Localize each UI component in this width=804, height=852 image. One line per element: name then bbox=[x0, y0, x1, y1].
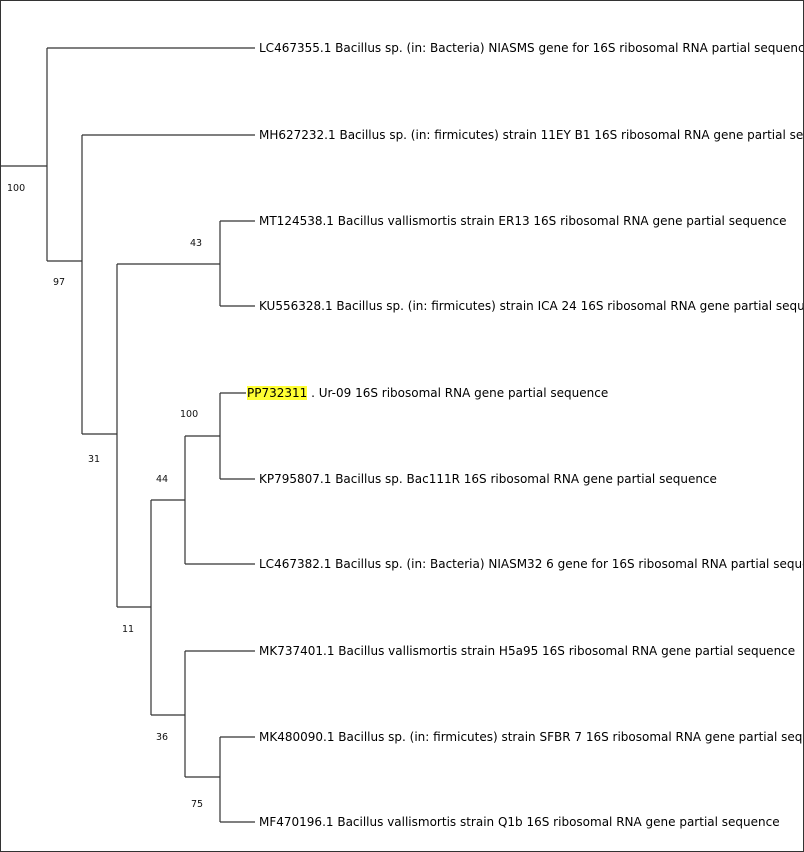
node-e bbox=[150, 499, 185, 716]
bootstrap-value: 36 bbox=[156, 732, 169, 743]
description: Bacillus sp. (in: Bacteria) NIASMS gene … bbox=[331, 41, 804, 55]
description: . Ur-09 16S ribosomal RNA gene partial s… bbox=[307, 386, 609, 400]
bootstrap-value: 31 bbox=[88, 454, 101, 465]
description: Bacillus sp. Bac111R 16S ribosomal RNA g… bbox=[331, 472, 717, 486]
leaf-label: MK737401.1 Bacillus vallismortis strain … bbox=[259, 644, 795, 658]
node-c bbox=[117, 220, 255, 307]
description: Bacillus vallismortis strain H5a95 16S r… bbox=[334, 644, 796, 658]
leaf-label: LC467382.1 Bacillus sp. (in: Bacteria) N… bbox=[259, 557, 804, 571]
leaf-label: MT124538.1 Bacillus vallismortis strain … bbox=[259, 214, 787, 228]
accession: MF470196.1 bbox=[259, 815, 334, 829]
accession: MK480090.1 bbox=[259, 730, 335, 744]
accession: LC467382.1 bbox=[259, 557, 332, 571]
leaf-label: MH627232.1 Bacillus sp. (in: firmicutes)… bbox=[259, 128, 804, 142]
accession: PP732311 bbox=[247, 386, 308, 400]
accession: MK737401.1 bbox=[259, 644, 335, 658]
description: Bacillus sp. (in: firmicutes) strain ICA… bbox=[332, 299, 804, 313]
bootstrap-value: 97 bbox=[53, 277, 66, 288]
leaf-label: KP795807.1 Bacillus sp. Bac111R 16S ribo… bbox=[259, 472, 717, 486]
accession: LC467355.1 bbox=[259, 41, 332, 55]
accession: KP795807.1 bbox=[259, 472, 332, 486]
leaf-label: MF470196.1 Bacillus vallismortis strain … bbox=[259, 815, 780, 829]
description: Bacillus sp. (in: firmicutes) strain SFB… bbox=[334, 730, 804, 744]
bootstrap-value: 44 bbox=[156, 474, 169, 485]
accession: KU556328.1 bbox=[259, 299, 333, 313]
accession: MH627232.1 bbox=[259, 128, 336, 142]
description: Bacillus vallismortis strain Q1b 16S rib… bbox=[333, 815, 780, 829]
node-g bbox=[184, 435, 255, 565]
node-d bbox=[116, 264, 151, 608]
leaf-label: LC467355.1 Bacillus sp. (in: Bacteria) N… bbox=[259, 41, 804, 55]
leaf-label: KU556328.1 Bacillus sp. (in: firmicutes)… bbox=[259, 299, 804, 313]
node-f bbox=[219, 392, 255, 480]
bootstrap-value: 100 bbox=[7, 183, 26, 194]
description: Bacillus sp. (in: firmicutes) strain 11E… bbox=[335, 128, 804, 142]
description: Bacillus vallismortis strain ER13 16S ri… bbox=[333, 214, 787, 228]
bootstrap-value: 11 bbox=[122, 624, 135, 635]
node-a bbox=[46, 47, 255, 262]
bootstrap-value: 75 bbox=[191, 799, 204, 810]
node-i bbox=[219, 736, 255, 823]
leaf-label: MK480090.1 Bacillus sp. (in: firmicutes)… bbox=[259, 730, 804, 744]
description: Bacillus sp. (in: Bacteria) NIASM32 6 ge… bbox=[331, 557, 804, 571]
node-b bbox=[81, 134, 255, 435]
accession: MT124538.1 bbox=[259, 214, 334, 228]
node-h bbox=[184, 650, 255, 778]
bootstrap-value: 100 bbox=[180, 409, 199, 420]
leaf-label-highlighted: PP732311 . Ur-09 16S ribosomal RNA gene … bbox=[247, 386, 608, 400]
bootstrap-value: 43 bbox=[190, 238, 203, 249]
